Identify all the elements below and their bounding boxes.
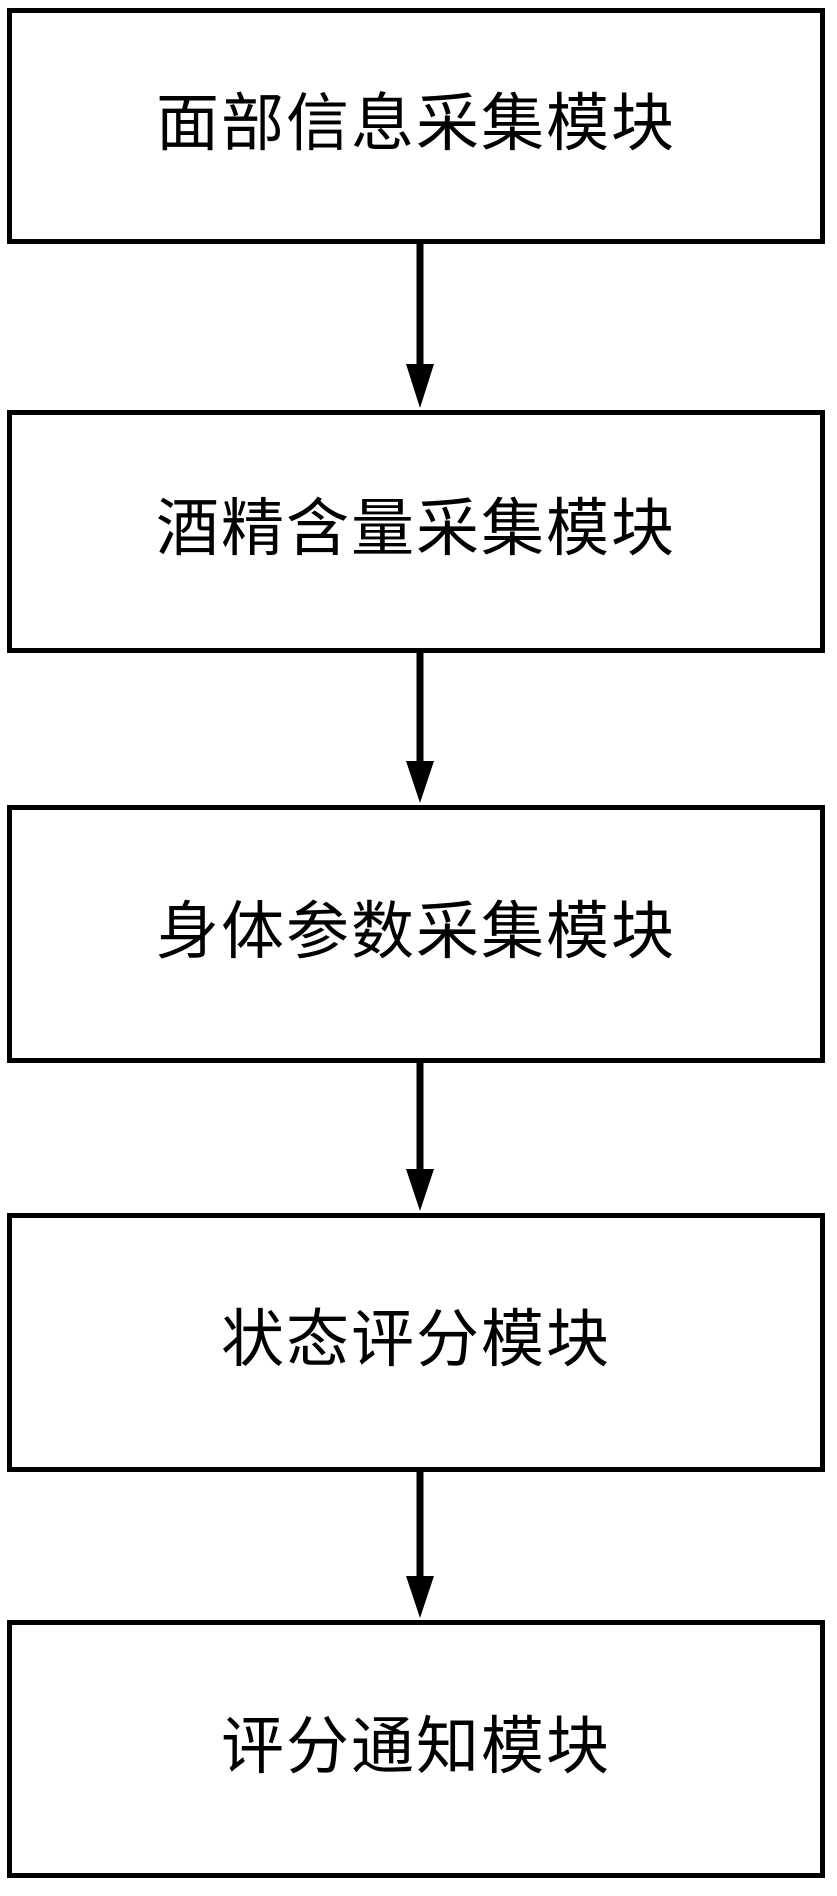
flow-node-score-notification[interactable]: 评分通知模块 <box>7 1620 825 1878</box>
flow-node-status-scoring[interactable]: 状态评分模块 <box>7 1213 825 1472</box>
flow-node-facial-info-collection[interactable]: 面部信息采集模块 <box>7 8 825 244</box>
flow-node-label: 评分通知模块 <box>221 1709 611 1783</box>
flow-node-body-parameter-collection[interactable]: 身体参数采集模块 <box>7 805 825 1063</box>
flow-node-label: 身体参数采集模块 <box>156 894 676 968</box>
flow-connector-3 <box>404 1063 436 1213</box>
flow-node-label: 酒精含量采集模块 <box>156 492 676 566</box>
flow-connector-2 <box>404 653 436 805</box>
flow-connector-4 <box>404 1472 436 1620</box>
flow-node-alcohol-content-collection[interactable]: 酒精含量采集模块 <box>7 410 825 653</box>
flow-node-label: 面部信息采集模块 <box>156 86 676 160</box>
flow-node-label: 状态评分模块 <box>221 1303 611 1377</box>
flow-connector-1 <box>404 244 436 410</box>
